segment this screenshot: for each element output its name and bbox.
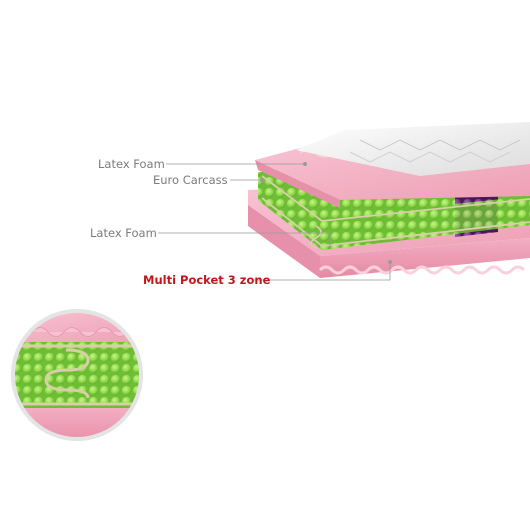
magnified-detail-lens — [11, 309, 143, 441]
leader-latex-bottom — [158, 232, 331, 246]
label-multi-pocket: Multi Pocket 3 zone — [143, 273, 271, 287]
leader-pocket — [254, 262, 391, 281]
mattress-illustration — [248, 122, 530, 278]
label-euro-carcass: Euro Carcass — [153, 173, 228, 187]
leader-lines — [158, 161, 392, 281]
label-latex-foam-top: Latex Foam — [98, 157, 165, 171]
label-latex-foam-bottom: Latex Foam — [90, 226, 157, 240]
quilted-cover — [296, 122, 530, 176]
